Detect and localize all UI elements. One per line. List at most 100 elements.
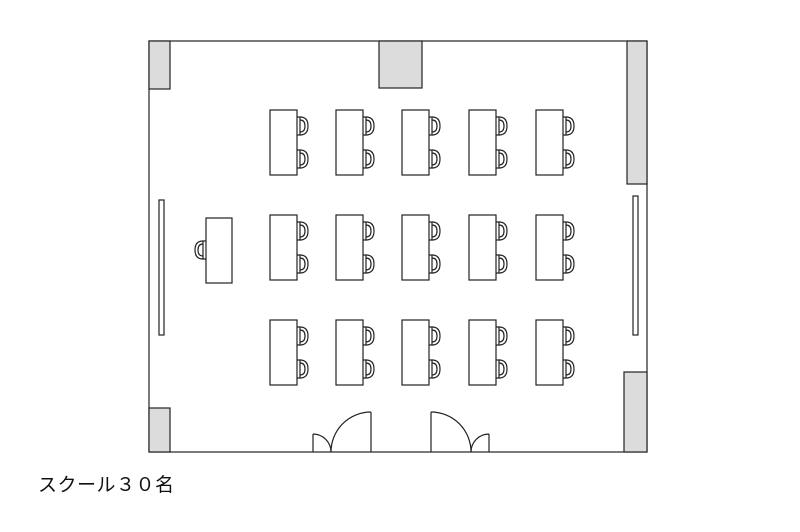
chair-seat (363, 326, 367, 346)
chair-seat (563, 149, 567, 169)
student-desk (269, 319, 298, 386)
chair (429, 254, 441, 274)
desk-unit (535, 319, 575, 386)
student-desk (401, 109, 430, 176)
chair-back (431, 149, 441, 169)
chair-back (565, 359, 575, 379)
chair-seat (297, 326, 301, 346)
chair-back (431, 221, 441, 241)
chair-arm (431, 257, 438, 271)
pillars (148, 40, 648, 453)
chair (429, 221, 441, 241)
desk-unit (269, 319, 309, 386)
chair-seat (297, 221, 301, 241)
chair-seat (363, 221, 367, 241)
chair-back (365, 254, 375, 274)
chair-back (498, 359, 508, 379)
desk-unit (269, 109, 309, 176)
chair-arm (431, 362, 438, 376)
pillar (626, 40, 648, 185)
whiteboard-left (158, 199, 165, 336)
chair-seat (563, 221, 567, 241)
student-desk (535, 214, 564, 281)
chair-back (365, 149, 375, 169)
chair-seat (563, 359, 567, 379)
chair-back (365, 359, 375, 379)
student-desks (269, 109, 575, 386)
desk-unit (468, 214, 508, 281)
desk-unit (401, 319, 441, 386)
student-desk (468, 319, 497, 386)
chair (297, 326, 309, 346)
chair-seat (496, 149, 500, 169)
whiteboards (158, 195, 639, 336)
door (330, 411, 372, 453)
desk-unit (468, 109, 508, 176)
chair (363, 326, 375, 346)
chair-arm (299, 152, 306, 166)
chair-arm (431, 152, 438, 166)
student-desk (335, 214, 364, 281)
chair-arm (299, 257, 306, 271)
chair-back (299, 149, 309, 169)
lecturer-desk-group (194, 217, 233, 284)
chair-arm (565, 119, 572, 133)
chair-back (565, 326, 575, 346)
pillar (148, 407, 171, 453)
chair-back (498, 326, 508, 346)
chair-back (498, 221, 508, 241)
chair-arm (299, 329, 306, 343)
pillar (623, 371, 648, 453)
chair (297, 359, 309, 379)
doors (312, 411, 490, 453)
door (470, 433, 490, 453)
chair-seat (363, 254, 367, 274)
chair-back (365, 326, 375, 346)
desk-unit (269, 214, 309, 281)
chair-seat (363, 359, 367, 379)
chair-seat (363, 149, 367, 169)
door (430, 411, 472, 453)
chair-seat (563, 116, 567, 136)
chair-seat (363, 116, 367, 136)
chair (194, 240, 206, 260)
pillar (148, 40, 171, 90)
chair-seat (297, 149, 301, 169)
chair-back (431, 116, 441, 136)
lecturer-desk (205, 217, 233, 284)
chair (496, 116, 508, 136)
chair-arm (498, 329, 505, 343)
pillar (378, 40, 423, 89)
chair-arm (299, 224, 306, 238)
chair-arm (431, 329, 438, 343)
chair-seat (297, 254, 301, 274)
chair-back (565, 116, 575, 136)
chair-seat (429, 326, 433, 346)
chair (563, 116, 575, 136)
chair-seat (429, 116, 433, 136)
chair (496, 359, 508, 379)
chair-back (498, 116, 508, 136)
chair (363, 149, 375, 169)
layout-caption: スクール３０名 (38, 474, 175, 496)
chair-seat (297, 116, 301, 136)
chair-seat (496, 116, 500, 136)
chair (563, 221, 575, 241)
chair (496, 149, 508, 169)
door-swing (470, 433, 490, 453)
chair-arm (365, 329, 372, 343)
student-desk (535, 109, 564, 176)
chair (297, 149, 309, 169)
chair-back (565, 221, 575, 241)
chair-seat (496, 326, 500, 346)
chair-arm (299, 119, 306, 133)
door-swing (330, 411, 372, 453)
chair-arm (498, 119, 505, 133)
chair-seat (202, 240, 206, 260)
chair-arm (365, 257, 372, 271)
whiteboard-right (632, 195, 639, 336)
desk-unit (535, 109, 575, 176)
door (312, 433, 332, 453)
desk-unit (335, 109, 375, 176)
chair-back (299, 254, 309, 274)
